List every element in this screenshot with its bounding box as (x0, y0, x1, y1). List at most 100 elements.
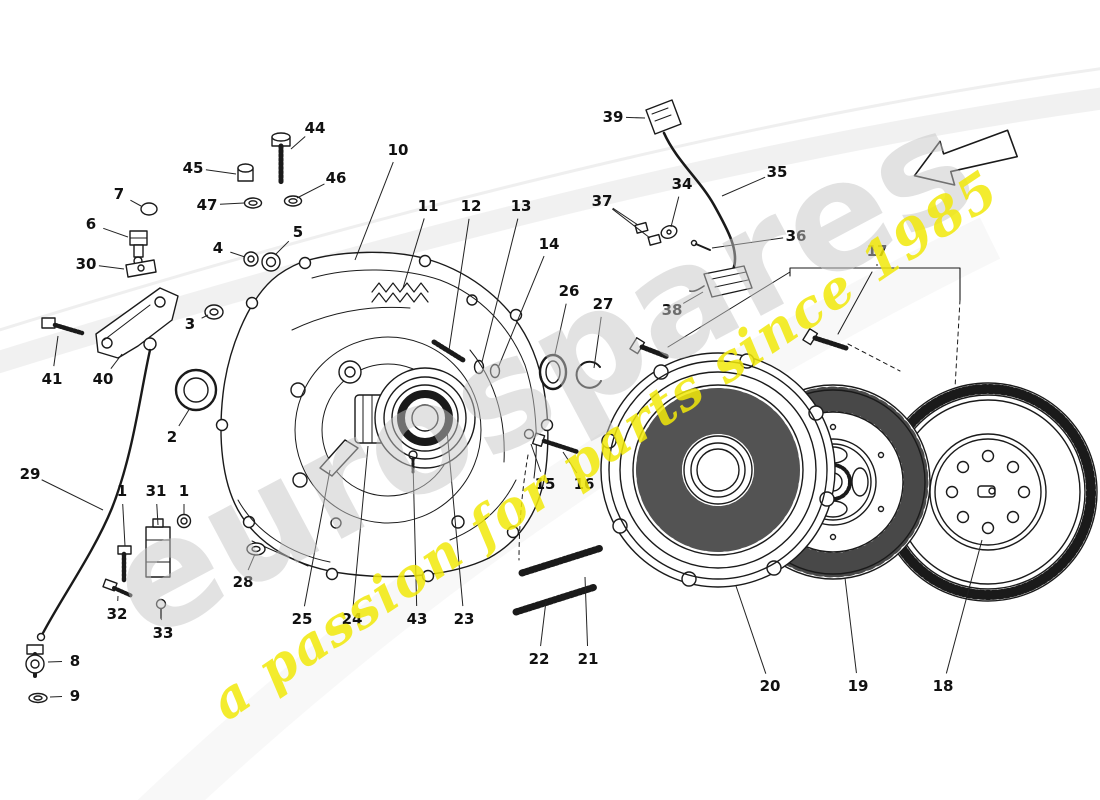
leader-line (98, 265, 125, 270)
sensor-cable-part (634, 99, 753, 298)
housing-plug-part (246, 542, 266, 556)
part-label-46: 46 (326, 169, 347, 187)
part-label-30: 30 (76, 255, 97, 273)
part-label-25: 25 (292, 610, 313, 628)
leader-line (446, 429, 464, 607)
part-label-32: 32 (107, 605, 128, 623)
leader-line (205, 169, 237, 175)
part-label-1: 1 (179, 482, 189, 500)
kit-bracket-17 (629, 267, 961, 389)
direction-arrow-icon (913, 129, 1019, 186)
leader-line (412, 461, 418, 607)
leader-line (584, 576, 589, 647)
spring-pack-part (371, 282, 501, 379)
pivot-bolt-part (523, 428, 581, 455)
stud-parts (512, 454, 605, 616)
part-label-41: 41 (42, 370, 63, 388)
leader-line (554, 303, 567, 355)
leader-line (497, 255, 545, 369)
part-label-34: 34 (672, 175, 693, 193)
valve-block-part (102, 513, 192, 619)
part-label-17: 17 (867, 242, 888, 260)
part-label-29: 29 (20, 465, 41, 483)
part-label-35: 35 (767, 163, 788, 181)
part-label-1: 1 (117, 482, 127, 500)
part-label-43: 43 (407, 610, 428, 628)
part-label-6: 6 (86, 215, 96, 233)
part-label-20: 20 (760, 677, 781, 695)
part-label-5: 5 (293, 223, 303, 241)
leader-line (540, 600, 547, 647)
part-label-22: 22 (529, 650, 550, 668)
leader-line (670, 196, 680, 228)
part-label-13: 13 (511, 197, 532, 215)
leader-line (945, 539, 983, 674)
pipe-part (25, 337, 157, 704)
bolt-44-part (237, 132, 303, 209)
leader-line (402, 218, 425, 289)
switch-part (125, 202, 158, 278)
leader-line (230, 251, 246, 258)
part-label-33: 33 (153, 624, 174, 642)
part-label-16: 16 (574, 475, 595, 493)
leader-line (247, 553, 256, 571)
part-label-27: 27 (593, 295, 614, 313)
leader-line (625, 116, 646, 119)
watermark-brand-text: eurospares (82, 76, 1001, 675)
part-label-21: 21 (578, 650, 599, 668)
seal-ring-part (174, 368, 218, 412)
leader-line (122, 503, 126, 547)
part-label-44: 44 (305, 119, 326, 137)
part-label-11: 11 (418, 197, 439, 215)
leader-line (201, 314, 209, 319)
leader-line (530, 443, 542, 472)
part-label-15: 15 (535, 475, 556, 493)
part-label-31: 31 (146, 482, 167, 500)
part-label-7: 7 (114, 185, 124, 203)
part-label-47: 47 (197, 196, 218, 214)
leader-line (612, 207, 639, 226)
leader-line (110, 353, 123, 369)
part-label-3: 3 (185, 315, 195, 333)
seal-circlip-parts (538, 353, 602, 391)
part-label-12: 12 (461, 197, 482, 215)
leader-line (481, 218, 519, 363)
leader-line (682, 291, 704, 304)
part-label-38: 38 (662, 301, 683, 319)
part-label-19: 19 (848, 677, 869, 695)
part-label-2: 2 (167, 428, 177, 446)
part-label-28: 28 (233, 573, 254, 591)
leader-line (290, 136, 306, 150)
part-label-14: 14 (539, 235, 560, 253)
part-label-18: 18 (933, 677, 954, 695)
part-label-23: 23 (454, 610, 475, 628)
leader-line (130, 199, 142, 207)
part-label-8: 8 (70, 652, 80, 670)
part-label-40: 40 (93, 370, 114, 388)
pressure-plate-part (600, 352, 836, 588)
leader-line (178, 407, 191, 427)
leader-line (593, 316, 602, 369)
leader-line (219, 202, 245, 205)
leader-line (47, 660, 63, 663)
leader-line (41, 479, 104, 511)
leader-line (735, 585, 767, 674)
bracket-part (41, 287, 179, 359)
part-label-24: 24 (342, 610, 363, 628)
leader-line (562, 451, 578, 474)
part-label-39: 39 (603, 108, 624, 126)
leader-line (303, 469, 331, 607)
leader-line (156, 503, 159, 526)
leader-line (274, 240, 290, 256)
leader-line (721, 176, 766, 197)
plug-parts (204, 251, 281, 320)
part-label-4: 4 (213, 239, 223, 257)
leader-line (352, 445, 369, 607)
leader-line (53, 335, 59, 367)
part-label-9: 9 (70, 687, 80, 705)
part-label-26: 26 (559, 282, 580, 300)
part-label-10: 10 (388, 141, 409, 159)
leader-line (844, 577, 857, 674)
